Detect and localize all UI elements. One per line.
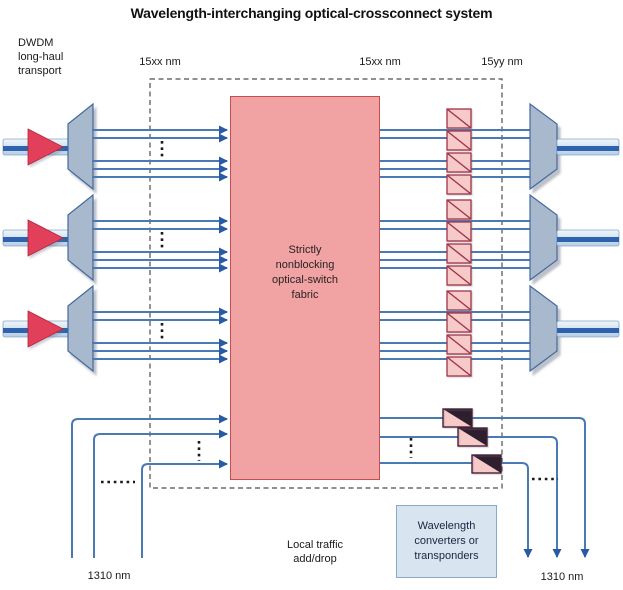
optical-switch-fabric-label: Strictly nonblocking optical-switch fabr…	[271, 244, 339, 301]
amplifier-icon	[27, 128, 64, 166]
demux-output-lines	[92, 216, 228, 273]
band-label-middle: 15xx nm	[359, 56, 401, 68]
optical-switch-fabric: Strictly nonblocking optical-switch fabr…	[230, 96, 380, 480]
output-fiber-core	[557, 328, 619, 333]
demux-icon	[67, 284, 94, 373]
local-traffic-label: Local traffic add/drop	[286, 539, 344, 565]
demux-icon	[67, 193, 94, 282]
output-fiber-core	[557, 237, 619, 242]
wavelength-converters-box: Wavelength converters or transponders	[396, 505, 497, 578]
input-group-1	[2, 102, 228, 191]
amplifier-icon	[27, 219, 64, 257]
wavelength-converter-icons	[446, 290, 472, 377]
mux-icon	[529, 284, 558, 373]
nm-1310-label-left: 1310 nm	[87, 570, 131, 582]
transponder-icon	[471, 454, 502, 474]
output-group-2	[380, 193, 620, 286]
transponder-icon	[442, 408, 473, 428]
wavelength-converter-icons	[446, 199, 472, 286]
demux-icon	[67, 102, 94, 191]
diagram-title: Wavelength-interchanging optical-crossco…	[130, 5, 493, 21]
demux-output-lines	[92, 125, 228, 182]
band-label-left: 15xx nm	[139, 56, 181, 68]
mux-icon	[529, 193, 558, 282]
wavelength-converter-icons	[446, 108, 472, 195]
mux-icon	[529, 102, 558, 191]
output-group-1	[380, 102, 620, 195]
input-group-3	[2, 284, 228, 373]
nm-1310-label-right: 1310 nm	[540, 571, 584, 583]
local-add-lines	[71, 414, 228, 558]
dwdm-transport-label: DWDM long-haul transport	[18, 37, 64, 77]
demux-output-lines	[92, 307, 228, 364]
input-group-2	[2, 193, 228, 282]
transponder-icon	[457, 427, 488, 447]
dashed-boundary	[149, 78, 503, 489]
amplifier-icon	[27, 310, 64, 348]
local-drop-lines	[380, 408, 590, 558]
output-group-3	[380, 284, 620, 377]
band-label-right: 15yy nm	[481, 56, 523, 68]
output-fiber-core	[557, 146, 619, 151]
